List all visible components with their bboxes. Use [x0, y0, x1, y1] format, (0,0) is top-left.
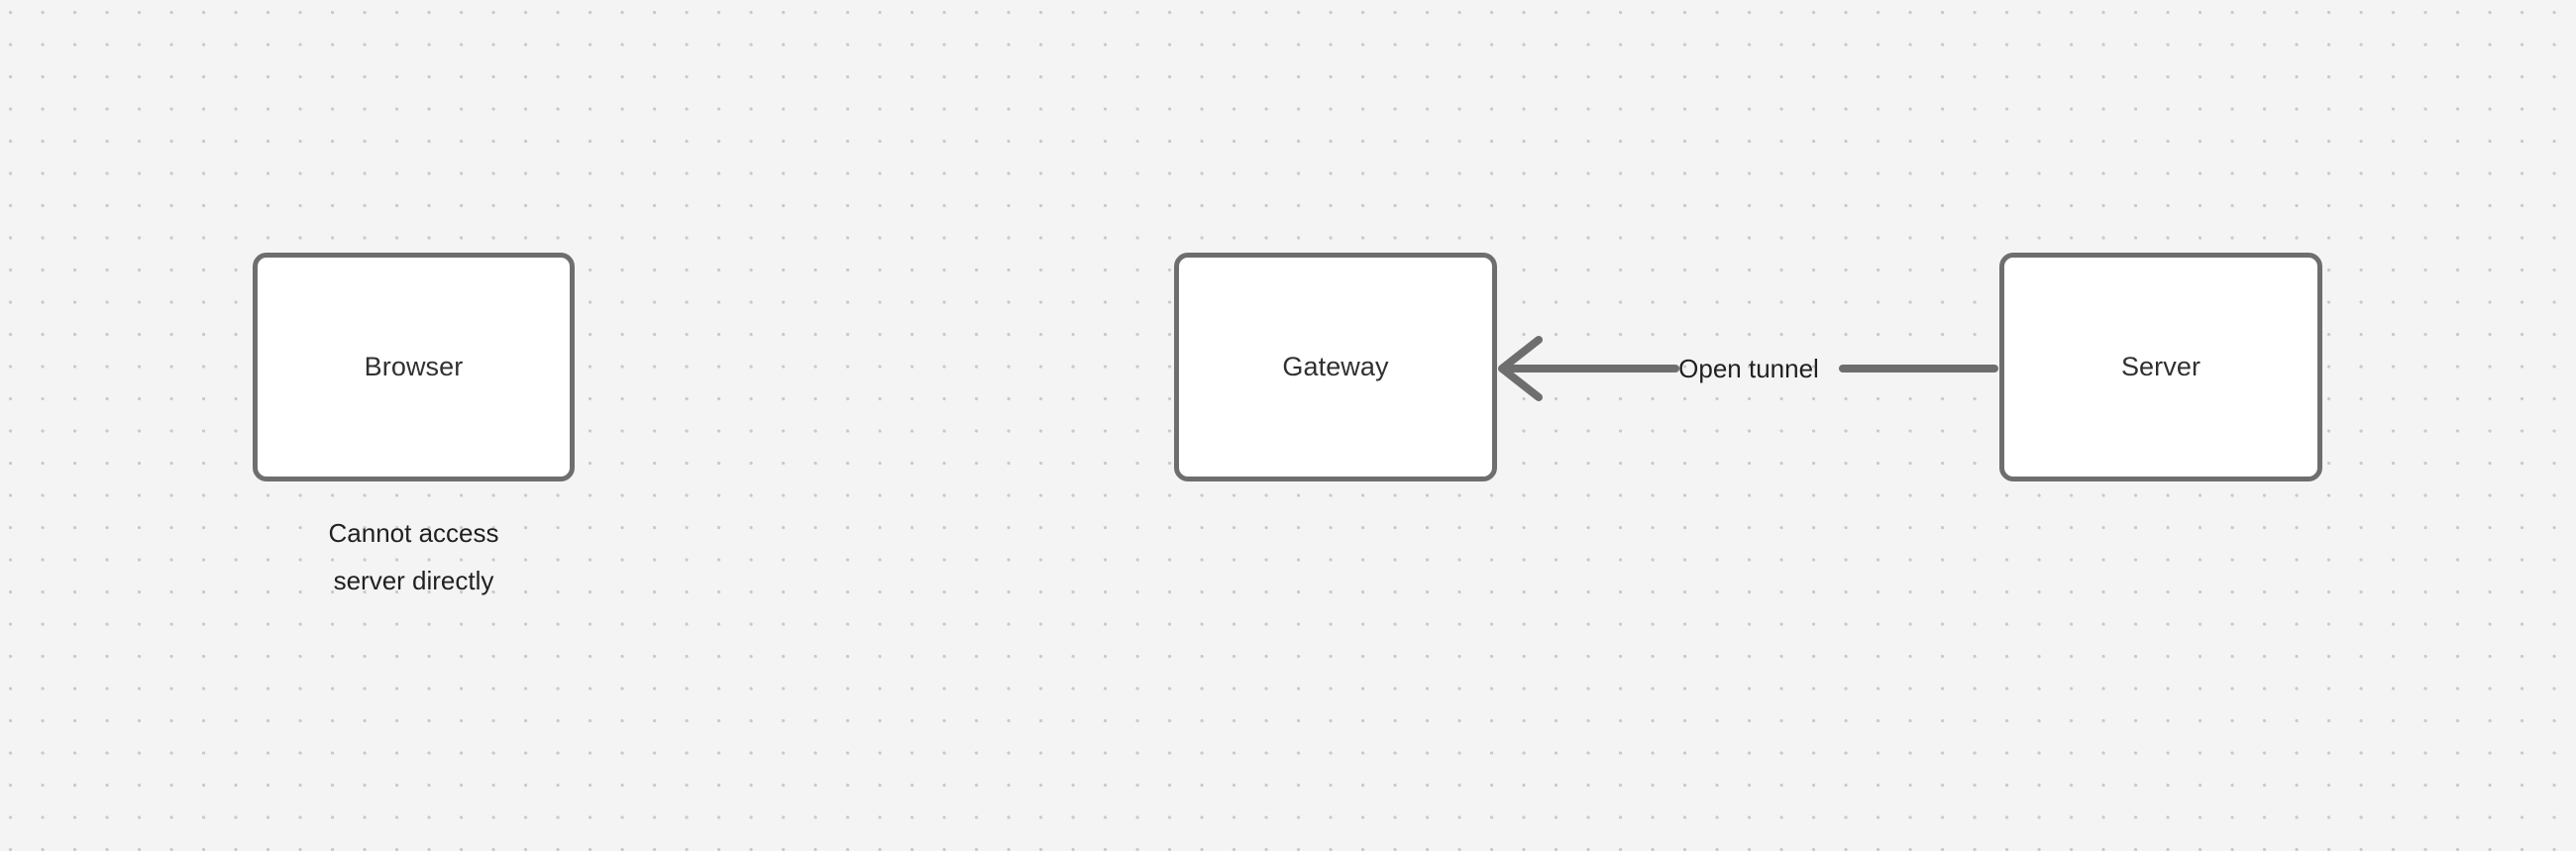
node-server-label: Server [2120, 352, 2201, 381]
node-browser[interactable]: Browser [253, 253, 575, 481]
browser-caption-line-2: server directly [333, 566, 494, 595]
arrowhead-left-icon [1498, 336, 1543, 401]
browser-caption: Cannot access server directly [253, 509, 575, 604]
node-gateway-label: Gateway [1282, 352, 1389, 381]
edge-open-tunnel-graphic [1498, 336, 1998, 401]
edge-server-to-gateway[interactable] [1491, 327, 2006, 412]
node-browser-label: Browser [364, 352, 464, 381]
node-gateway[interactable]: Gateway [1174, 253, 1497, 481]
node-server[interactable]: Server [1999, 253, 2322, 481]
browser-caption-line-1: Cannot access [328, 518, 499, 548]
edge-label-open-tunnel: Open tunnel [1678, 354, 1819, 383]
